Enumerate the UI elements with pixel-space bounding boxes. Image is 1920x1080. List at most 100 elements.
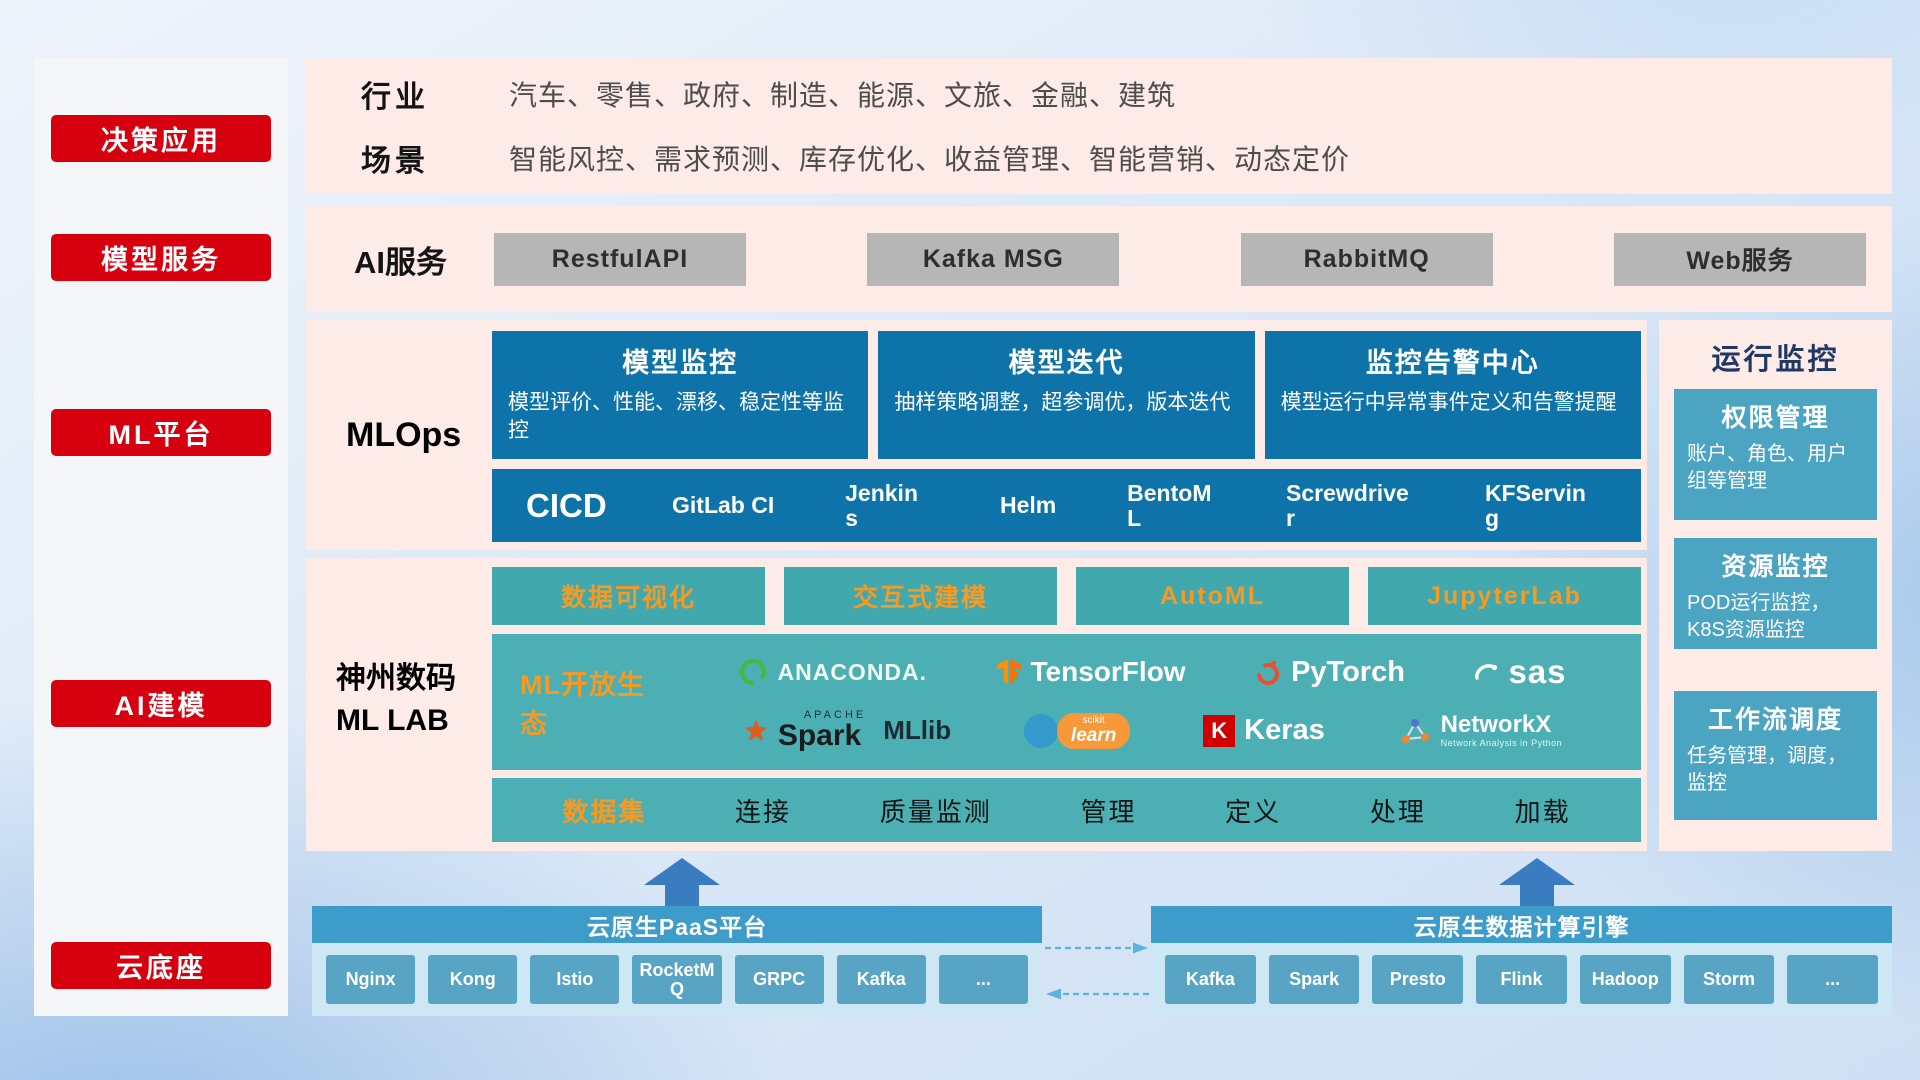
cicd-tool-jenkins: Jenkins (845, 479, 918, 531)
industry-label: 行业 (361, 81, 429, 114)
spark-wordmark: Spark (777, 719, 862, 752)
scikit-learn-badge: scikit learn (1056, 712, 1131, 749)
cloud-paas-title: 云原生PaaS平台 (312, 906, 1042, 943)
arrow-stem (665, 885, 699, 906)
pytorch-icon (1257, 660, 1280, 685)
arrow-stem (1520, 885, 1554, 906)
cicd-tool-gitlab-ci: GitLab CI (672, 492, 775, 519)
spark-wordmark-stack: APACHE Spark (778, 710, 866, 751)
badge-ml-platform: ML平台 (51, 409, 271, 456)
eco-row-1: ANACONDA. TensorFlow PyTorch (670, 653, 1635, 691)
layer-nav-strip: 决策应用 模型服务 ML平台 AI建模 云底座 (34, 58, 288, 1016)
up-arrow-engine (1499, 858, 1575, 906)
card-title: 模型迭代 (1008, 348, 1125, 378)
card-desc: 模型运行中异常事件定义和告警提醒 (1280, 391, 1617, 414)
paas-chip-grpc: GRPC (734, 955, 824, 1004)
card-desc: POD运行监控，K8S资源监控 (1687, 592, 1831, 641)
service-chip-kafka-msg: Kafka MSG (867, 232, 1120, 286)
industry-line: 行业 汽车、零售、政府、制造、能源、文旅、金融、建筑 (306, 62, 1892, 126)
tool-jupyterlab: JupyterLab (1368, 567, 1641, 625)
tool-automl: AutoML (1076, 567, 1349, 625)
sas-icon (1475, 664, 1498, 680)
dataset-item-connect: 连接 (735, 796, 792, 827)
card-title: 权限管理 (1721, 404, 1830, 432)
networkx-text: NetworkX Network Analysis in Python (1440, 711, 1563, 748)
engine-chip-presto: Presto (1372, 955, 1464, 1004)
engine-chip-kafka: Kafka (1165, 955, 1256, 1004)
tool-interactive-modeling: 交互式建模 (784, 567, 1057, 625)
ai-service-buttons: RestfulAPI Kafka MSG RabbitMQ Web服务 (494, 232, 1866, 286)
card-workflow-scheduler: 工作流调度 任务管理，调度，监控 (1674, 691, 1877, 820)
application-layer-panel: 行业 汽车、零售、政府、制造、能源、文旅、金融、建筑 场景 智能风控、需求预测、… (306, 58, 1892, 194)
dashed-exchange-arrows (1045, 942, 1149, 1000)
cicd-tool-screwdriver: Screwdriver (1286, 479, 1409, 531)
badge-decision-apps: 决策应用 (51, 115, 271, 162)
mlops-cards: 模型监控 模型评价、性能、漂移、稳定性等监控 模型迭代 抽样策略调整，超参调优，… (492, 331, 1641, 459)
scene-line: 场景 智能风控、需求预测、库存优化、收益管理、智能营销、动态定价 (306, 126, 1892, 190)
card-desc: 模型评价、性能、漂移、稳定性等监控 (508, 391, 844, 443)
arrow-head (644, 858, 720, 885)
sas-logo: sas (1473, 653, 1566, 691)
ml-ecosystem-box: ML开放生态 ANACONDA. TensorFlow (492, 634, 1641, 770)
paas-chip-more: ... (938, 955, 1028, 1004)
mllab-label-line2: ML LAB (336, 704, 449, 737)
mllab-panel: 神州数码 ML LAB 数据可视化 交互式建模 AutoML JupyterLa… (306, 558, 1647, 851)
cicd-tool-helm: Helm (1000, 492, 1057, 519)
card-alert-center: 监控告警中心 模型运行中异常事件定义和告警提醒 (1264, 331, 1641, 459)
pytorch-wordmark: PyTorch (1291, 655, 1405, 688)
cicd-label: CICD (526, 486, 607, 524)
mlops-label: MLOps (346, 416, 462, 454)
pytorch-logo: PyTorch (1254, 656, 1405, 689)
learn-wordmark: learn (1070, 724, 1117, 746)
card-model-monitoring: 模型监控 模型评价、性能、漂移、稳定性等监控 (492, 331, 869, 459)
card-desc: 抽样策略调整，超参调优，版本迭代 (894, 391, 1231, 414)
cicd-bar: CICD GitLab CI Jenkins Helm BentoML Screwdri… (492, 469, 1641, 542)
tensorflow-logo: TensorFlow (996, 656, 1186, 688)
networkx-wordmark: NetworkX (1440, 711, 1552, 739)
mllab-tools-row: 数据可视化 交互式建模 AutoML JupyterLab (492, 567, 1641, 625)
cloud-engine-items: Kafka Spark Presto Flink Hadoop Storm ..… (1151, 943, 1892, 1016)
anaconda-icon (740, 658, 767, 686)
dataset-item-process: 处理 (1369, 796, 1426, 827)
sas-wordmark: sas (1508, 653, 1567, 690)
cloud-engine-section: 云原生数据计算引擎 Kafka Spark Presto Flink Hadoo… (1151, 906, 1892, 1016)
arrow-head (1499, 858, 1575, 885)
cicd-tool-bentoml: BentoML (1127, 479, 1212, 531)
card-resource-monitor: 资源监控 POD运行监控，K8S资源监控 (1674, 538, 1877, 649)
scikit-learn-logo: scikit learn (1023, 712, 1131, 749)
engine-chip-more: ... (1787, 955, 1879, 1004)
service-chip-rabbitmq: RabbitMQ (1240, 232, 1493, 286)
paas-chip-kong: Kong (428, 955, 518, 1004)
up-arrow-paas (644, 858, 720, 906)
engine-chip-spark: Spark (1268, 955, 1360, 1004)
card-title: 资源监控 (1721, 553, 1830, 581)
card-permission-mgmt: 权限管理 账户、角色、用户组等管理 (1674, 389, 1877, 520)
dataset-row: 数据集 连接 质量监测 管理 定义 处理 加载 (492, 778, 1641, 842)
keras-wordmark: Keras (1244, 714, 1325, 746)
tool-data-visualization: 数据可视化 (492, 567, 765, 625)
dataset-item-manage: 管理 (1080, 796, 1137, 827)
networkx-logo: NetworkX Network Analysis in Python (1398, 711, 1563, 748)
dataset-item-load: 加载 (1514, 796, 1571, 827)
service-chip-restfulapi: RestfulAPI (494, 232, 746, 286)
ml-ecosystem-label: ML开放生态 (520, 670, 645, 739)
engine-chip-hadoop: Hadoop (1579, 955, 1671, 1004)
card-model-iteration: 模型迭代 抽样策略调整，超参调优，版本迭代 (878, 331, 1255, 459)
badge-ai-modeling: AI建模 (51, 680, 271, 727)
ai-service-label: AI服务 (354, 244, 447, 280)
spark-mllib-logo: APACHE Spark MLlib (743, 710, 951, 751)
scikit-learn-dot-icon (1023, 713, 1058, 748)
card-title: 工作流调度 (1707, 706, 1843, 734)
cicd-tool-kfserving: KFServing (1484, 479, 1586, 531)
anaconda-wordmark: ANACONDA. (777, 658, 928, 685)
cicd-tools: GitLab CI Jenkins Helm BentoML Screwdriver KF… (672, 479, 1641, 531)
keras-logo: K Keras (1203, 714, 1325, 747)
dataset-item-define: 定义 (1225, 796, 1282, 827)
ml-ecosystem-logos: ANACONDA. TensorFlow PyTorch (670, 634, 1641, 770)
engine-chip-flink: Flink (1476, 955, 1567, 1004)
scene-label: 场景 (361, 145, 429, 178)
card-desc: 任务管理，调度，监控 (1687, 745, 1847, 794)
mlops-panel: MLOps 模型监控 模型评价、性能、漂移、稳定性等监控 模型迭代 抽样策略调整… (306, 320, 1647, 550)
card-desc: 账户、角色、用户组等管理 (1687, 443, 1847, 492)
card-title: 模型监控 (622, 348, 739, 378)
